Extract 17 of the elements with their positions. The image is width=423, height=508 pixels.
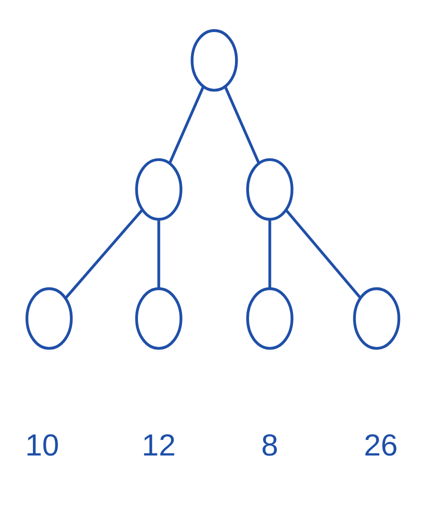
connector — [284, 209, 362, 299]
node-ellipse — [135, 158, 182, 221]
node-ellipse — [246, 287, 294, 350]
connector — [224, 86, 260, 164]
node-ellipse — [135, 287, 182, 350]
node-label: 10 — [25, 428, 60, 462]
node-ellipse — [246, 158, 294, 221]
node-label: 26 — [364, 428, 398, 462]
node-ellipse — [353, 287, 400, 350]
node-ellipse — [190, 29, 238, 92]
connector — [64, 209, 144, 300]
node-label: 8 — [261, 428, 278, 462]
node-ellipse — [26, 287, 73, 350]
connector — [268, 220, 272, 289]
connector — [157, 220, 160, 289]
node-label: 12 — [142, 428, 176, 462]
connector — [168, 86, 205, 164]
